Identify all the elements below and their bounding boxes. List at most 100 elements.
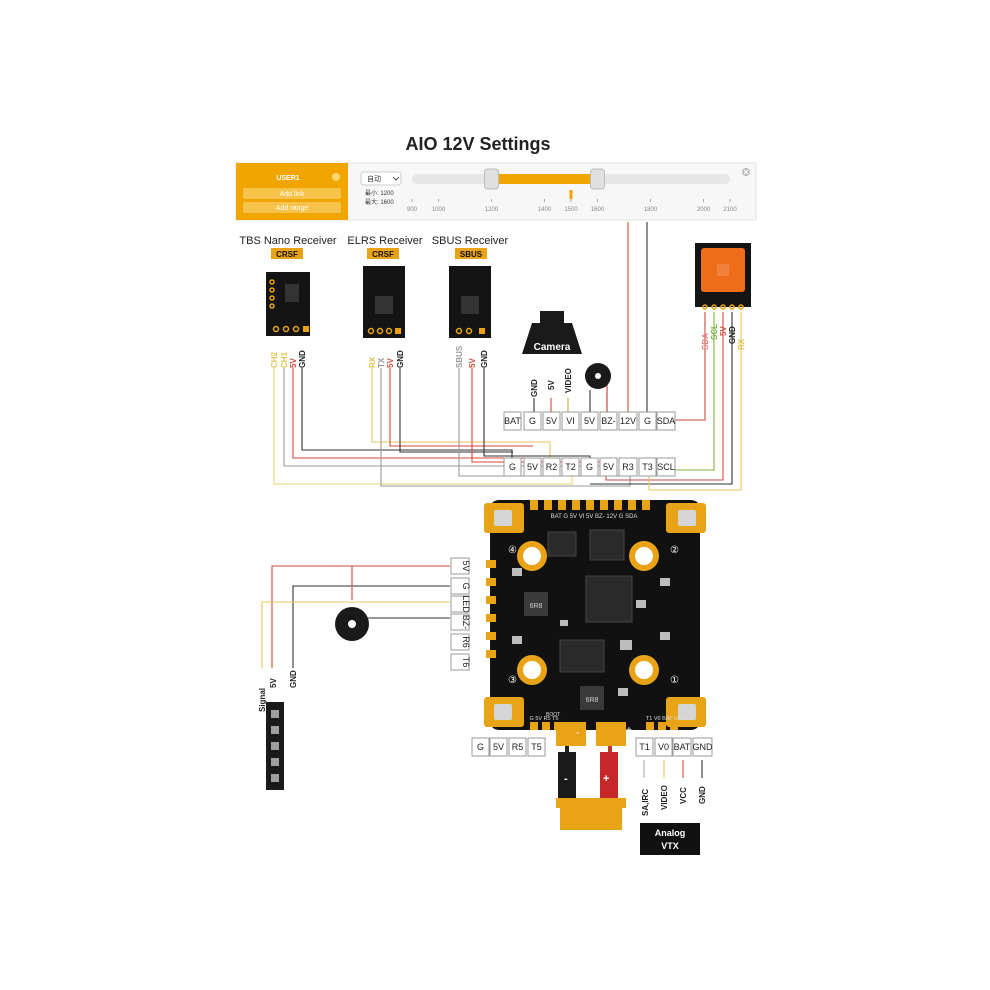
slider-tick-label: 1400 [538, 207, 552, 213]
vtx-box [640, 823, 700, 855]
motor-number: ② [670, 545, 679, 556]
pad-label: BZ- [601, 416, 616, 426]
pads-bottom-left: G 5V R5 T5 [471, 737, 546, 757]
protocol-badge [271, 248, 303, 259]
pin-label: 5V [386, 358, 395, 368]
board-silk-bottom-left: G 5V R5 T5 [530, 716, 559, 722]
motor-number: ④ [508, 545, 517, 556]
slider-tick-label: 1600 [591, 207, 605, 213]
pads-top-row2: G 5V R2 T2 G 5V R3 T3 SCL [503, 457, 676, 477]
camera-body [522, 323, 582, 354]
pad-label: 5V [493, 742, 504, 752]
add-range-button[interactable] [243, 202, 341, 213]
protocol-label: CRSF [372, 250, 394, 259]
pad-label: G [477, 742, 484, 752]
slider-min-handle[interactable] [484, 168, 499, 190]
pad-label: 12V [620, 416, 636, 426]
range-max-label: 最大: 1600 [365, 198, 394, 206]
pin-label: VIDEO [660, 785, 669, 810]
battery-connector: - + [556, 752, 626, 830]
led-strip: Signal 5V GND [258, 670, 298, 790]
pin-label: RX [368, 356, 377, 368]
pin-label: GND [480, 350, 489, 368]
pin-label: GND [728, 326, 737, 344]
pad-label: BAT [674, 742, 691, 752]
board-plus-label: + [626, 725, 632, 736]
pad-label: T1 [639, 742, 650, 752]
preset-name: USER1 [276, 175, 299, 182]
camera-lens [540, 311, 564, 323]
pads-top-row1: BAT G 5V VI 5V BZ- 12V G SDA [503, 411, 676, 431]
pad-label: G [461, 582, 471, 589]
protocol-label: CRSF [276, 250, 298, 259]
pad-label: LED [461, 595, 471, 613]
receiver-chip [375, 296, 393, 314]
pad-label: 5V [546, 416, 557, 426]
pin-label: GND [698, 786, 707, 804]
pad-label: VI [566, 416, 575, 426]
mcu-chip [585, 575, 633, 623]
pin-label: SCL [710, 324, 719, 340]
inductor-label: 6R8 [586, 697, 599, 704]
add-link-label: Add link [280, 191, 305, 198]
pad-label: 5V [461, 560, 471, 571]
pin-label: SBUS [455, 345, 464, 368]
pin-label: Signal [258, 688, 267, 712]
inductor-label: 6R8 [530, 603, 543, 610]
pin-label: 5V [289, 358, 298, 368]
flight-controller-board: BAT G 5V VI 5V BZ- 12V G SDA ④ ② ③ ① 6R8… [484, 500, 706, 746]
add-range-label: Add range [276, 205, 308, 212]
board-silk-bottom-right: T1 V0 BAT GND [646, 716, 686, 722]
pad-label: SCL [657, 462, 675, 472]
slider-range-fill [491, 174, 598, 184]
pad-label: R2 [546, 462, 558, 472]
receiver-name: ELRS Receiver [347, 235, 423, 247]
pad-label: 5V [527, 462, 538, 472]
mode-select[interactable] [360, 171, 402, 186]
battery-pos-pad [596, 722, 626, 746]
help-icon[interactable] [332, 173, 340, 181]
buzzer-left [335, 607, 369, 641]
slider-tick-label: 1000 [432, 207, 446, 213]
pin-label: RX [737, 338, 746, 350]
pad-label: 5V [584, 416, 595, 426]
analog-vtx: SA,IRC VIDEO VCC GND Analog VTX [640, 785, 707, 855]
slider-tick-label: 1800 [644, 207, 658, 213]
pad-label: SDA [657, 416, 676, 426]
camera-label: Camera [534, 342, 571, 353]
pad-label: R5 [512, 742, 524, 752]
mode-select-value: 自动 [367, 174, 381, 183]
slider-tick-label: 1200 [485, 207, 499, 213]
board-silk-top: BAT G 5V VI 5V BZ- 12V G SDA [551, 514, 638, 520]
pin-label: CH2 [270, 351, 279, 368]
elrs-receiver: ELRS Receiver CRSF RX TX 5V GND [347, 235, 423, 368]
battery-minus: - [564, 773, 568, 785]
vtx-label-2: VTX [661, 841, 679, 851]
slider-tick-label: 900 [407, 207, 418, 213]
pad-label: 5V [603, 462, 614, 472]
protocol-badge [367, 248, 399, 259]
receiver-name: TBS Nano Receiver [239, 235, 337, 247]
slider-tick-label: 1500 [564, 207, 578, 213]
pin-label: CH1 [280, 351, 289, 368]
slider-panel: USER1 Add link Add range 自动 最小: 1200 最大:… [235, 162, 757, 221]
slider-max-handle[interactable] [590, 168, 605, 190]
pin-label: 5V [269, 678, 278, 688]
motor-number: ③ [508, 675, 517, 686]
receiver-chip [461, 296, 479, 314]
close-icon[interactable] [742, 168, 750, 176]
pin-label: 5V [468, 358, 477, 368]
sbus-receiver: SBUS Receiver SBUS SBUS 5V GND [432, 235, 509, 368]
receiver-name: SBUS Receiver [432, 235, 509, 247]
receiver-chip [285, 284, 299, 302]
pads-left: 5V G LED BZ- R6 T6 [450, 557, 471, 671]
pad-label: T3 [642, 462, 653, 472]
add-link-button[interactable] [243, 188, 341, 199]
pad-label: G [509, 462, 516, 472]
pad-label: R3 [622, 462, 634, 472]
pad-label: R6 [461, 636, 471, 648]
slider-tick-label: 2100 [723, 207, 737, 213]
motor-number: ① [670, 675, 679, 686]
